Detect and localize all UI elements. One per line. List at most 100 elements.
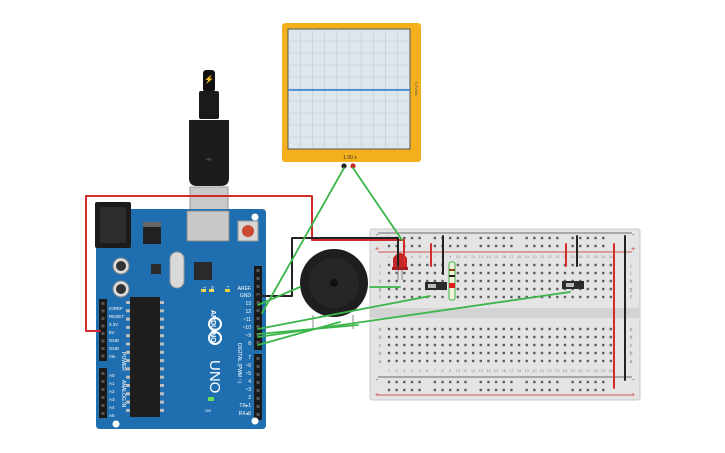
header-hole: [256, 373, 260, 376]
column-number: 3: [403, 369, 405, 373]
breadboard-hole: [533, 359, 536, 363]
breadboard-hole: [602, 279, 605, 283]
wire-pin12[interactable]: [257, 286, 301, 306]
ic-leg: [126, 367, 130, 371]
column-number: 17: [509, 255, 514, 259]
breadboard-hole: [487, 271, 490, 275]
crystal-oscillator: [169, 251, 185, 289]
column-number: 16: [501, 255, 506, 259]
breadboard-hole: [449, 236, 452, 240]
breadboard-hole: [487, 359, 490, 363]
breadboard-hole: [540, 244, 544, 248]
breadboard-hole: [456, 388, 460, 392]
rail-sign: +: [375, 392, 379, 399]
column-number: 30: [609, 369, 614, 373]
breadboard-hole: [395, 244, 398, 248]
breadboard-hole: [479, 343, 482, 347]
ic-leg: [126, 350, 130, 354]
breadboard-hole: [433, 295, 437, 299]
oscilloscope-probe-positive[interactable]: [350, 163, 356, 169]
wire-pin8[interactable]: [257, 321, 341, 346]
ic-leg: [160, 408, 164, 412]
breadboard-hole: [426, 263, 429, 267]
breadboard-hole: [571, 271, 574, 275]
ic-leg: [160, 367, 164, 371]
ic-leg: [126, 309, 130, 313]
breadboard-hole: [426, 351, 429, 355]
pin-label: 12: [245, 309, 251, 315]
wire-probe-positive[interactable]: [352, 167, 403, 241]
wires[interactable]: [85, 167, 626, 389]
column-number: 11: [463, 255, 468, 259]
breadboard-hole: [403, 380, 406, 384]
resistor[interactable]: [448, 261, 456, 301]
ic-leg: [160, 301, 164, 304]
ic-leg: [160, 400, 164, 404]
breadboard-hole: [403, 236, 406, 240]
header-hole: [101, 309, 105, 313]
column-number: 7: [434, 369, 436, 373]
wire-5v[interactable]: [85, 195, 405, 332]
breadboard-hole: [579, 327, 582, 331]
arduino-uno-board[interactable]: TX RX L ARDUINO UNO POWER ANALOG IN DIGI…: [95, 202, 266, 429]
breadboard-hole: [410, 380, 414, 384]
row-letter: b: [378, 351, 381, 357]
column-number: 4: [411, 369, 414, 373]
breadboard-hole: [441, 279, 444, 283]
column-number: 6: [426, 369, 429, 373]
breadboard-hole: [579, 244, 582, 248]
pin-label: ~6: [245, 363, 251, 369]
digital-header-top[interactable]: [254, 266, 262, 350]
breadboard-hole: [456, 271, 460, 275]
breadboard-hole: [471, 343, 475, 347]
breadboard-hole: [609, 335, 613, 339]
pin-label: A2: [109, 389, 115, 394]
breadboard-hole: [517, 279, 521, 283]
breadboard-hole: [602, 327, 605, 331]
oscilloscope[interactable]: 1.00 s 0.5V/div: [282, 23, 421, 169]
breadboard-hole: [540, 343, 544, 347]
power-header[interactable]: [99, 299, 107, 361]
breadboard-hole: [525, 351, 528, 355]
breadboard-hole: [403, 343, 406, 347]
breadboard-hole: [556, 359, 559, 363]
breadboard-hole: [387, 335, 391, 339]
ic-leg: [160, 375, 164, 379]
breadboard-hole: [479, 244, 482, 248]
breadboard-hole: [502, 236, 505, 240]
wire-pin10[interactable]: [257, 295, 431, 330]
breadboard-hole: [586, 327, 590, 331]
breadboard-hole: [502, 359, 505, 363]
slide-switch-right[interactable]: [562, 281, 584, 289]
breadboard-hole: [433, 359, 437, 363]
breadboard-hole: [609, 359, 613, 363]
breadboard-hole: [387, 359, 391, 363]
digital-header-bottom[interactable]: [254, 354, 262, 420]
pin-label: AREF: [238, 286, 251, 292]
column-number: 12: [471, 369, 476, 373]
analog-header[interactable]: [99, 368, 107, 418]
breadboard-hole: [494, 263, 498, 267]
breadboard-hole: [609, 351, 613, 355]
breadboard-hole: [479, 388, 482, 392]
rail-sign: +: [631, 246, 635, 253]
breadboard-hole: [479, 271, 482, 275]
breadboard-hole: [494, 295, 498, 299]
rx-led: [209, 289, 214, 292]
piezo-buzzer[interactable]: [300, 249, 368, 329]
breadboard-hole: [525, 271, 528, 275]
breadboard-hole: [586, 380, 590, 384]
breadboard-hole: [387, 295, 391, 299]
slide-switch-left[interactable]: [425, 282, 447, 290]
oscilloscope-probe-negative[interactable]: [341, 163, 347, 169]
breadboard-hole: [387, 380, 391, 384]
breadboard-hole: [533, 351, 536, 355]
pin-label: 7: [248, 355, 251, 361]
breadboard-hole: [464, 388, 467, 392]
column-number: 18: [517, 369, 522, 373]
row-letter: h: [629, 279, 632, 285]
breadboard-hole: [540, 236, 544, 240]
wire-probe-negative[interactable]: [261, 167, 345, 314]
